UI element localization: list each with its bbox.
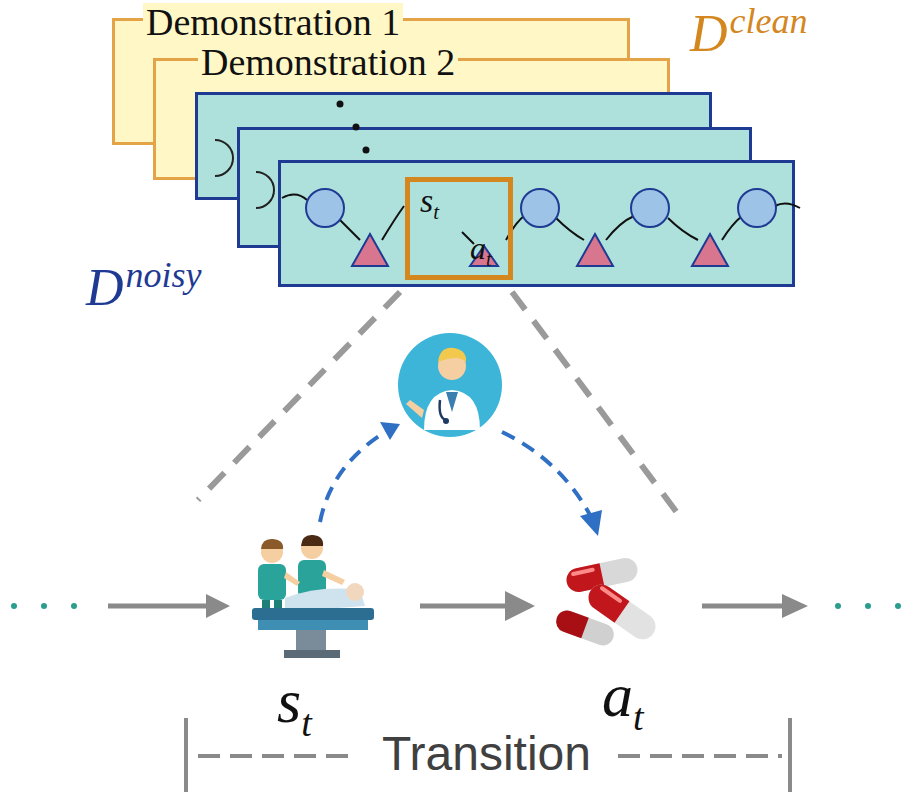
state-circle [738, 189, 776, 227]
decision-arrow [502, 432, 590, 515]
state-node: st [245, 530, 420, 745]
pills-icon [553, 556, 661, 649]
ellipsis-dot [353, 124, 360, 131]
math-symbol: st [277, 670, 312, 732]
subscript: t [301, 702, 312, 744]
action-triangle [577, 234, 613, 266]
card-title: Demonstration 1 [143, 3, 403, 43]
dataset-label: Dclean [690, 8, 808, 60]
math-symbol: at [470, 232, 492, 264]
variable: s [420, 182, 433, 219]
bracket-label: Transition [382, 728, 591, 781]
ellipsis-dot [337, 101, 344, 108]
subscript: t [433, 200, 439, 224]
action-node: at [530, 530, 680, 745]
state-circle [521, 189, 559, 227]
arrow-head [380, 422, 400, 440]
variable: s [277, 667, 301, 735]
zoom-line [512, 292, 684, 522]
highlight-box: stat [405, 177, 513, 280]
math-symbol: at [602, 664, 644, 726]
arrow-head [580, 510, 602, 536]
variable: a [470, 230, 486, 266]
transition-label: Transition [382, 727, 591, 780]
dataset-symbol: D [86, 259, 124, 316]
action-triangle [692, 234, 728, 266]
timeline-arrow [702, 604, 786, 609]
bracket [198, 754, 352, 758]
variable: a [602, 661, 633, 729]
bracket [788, 718, 792, 792]
dataset-symbol: D [690, 5, 728, 62]
math-symbol: st [420, 184, 439, 218]
action-triangle [352, 234, 388, 266]
state-circle [215, 140, 233, 176]
subscript: t [486, 248, 492, 270]
transition-arrow [420, 604, 530, 609]
doctor-icon [398, 333, 502, 437]
dataset-name: clean [730, 1, 808, 41]
zoom-line [198, 292, 400, 500]
state-circle [631, 189, 669, 227]
surgery-icon [252, 535, 374, 658]
dataset-label: Dnoisy [86, 262, 202, 314]
state-circle [306, 189, 344, 227]
subscript: t [633, 696, 644, 738]
timeline-arrow [108, 604, 210, 609]
state-circle [256, 172, 274, 208]
bracket [618, 754, 782, 758]
dataset-name: noisy [126, 255, 202, 295]
ellipsis-dot [363, 147, 370, 154]
bracket [184, 718, 188, 792]
decision-arrow [320, 428, 392, 522]
card-title: Demonstration 2 [198, 43, 458, 83]
